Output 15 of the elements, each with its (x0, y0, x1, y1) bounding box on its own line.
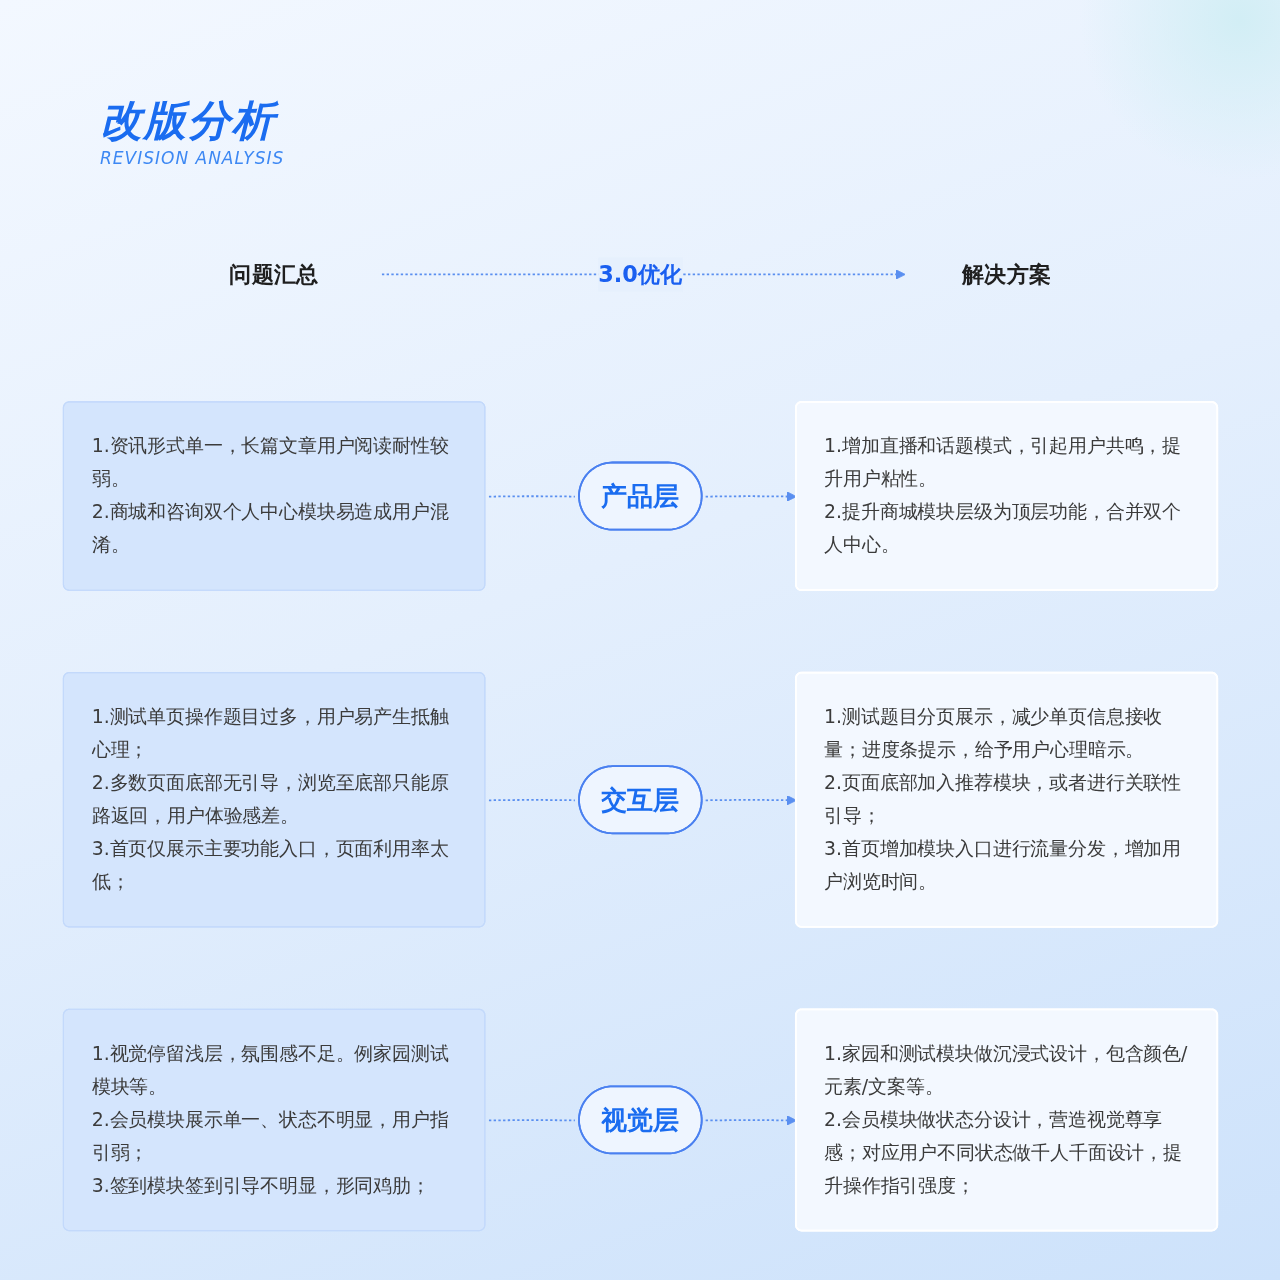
problem-card: 1.视觉停留浅层，氛围感不足。例家园测试模块等。 2.会员模块展示单一、状态不明显，用户指引弱； 3.签到模块签到引导不明显，形同鸡肋； (62, 1008, 486, 1232)
subtitle: REVISION ANALYSIS (100, 148, 285, 169)
column-heading: 解决方案 (961, 261, 1051, 288)
layer-pill: 交互层 (577, 765, 703, 835)
dashed-line (487, 799, 576, 802)
dashed-line (487, 495, 576, 498)
solution-card: 1.增加直播和话题模式，引起用户共鸣，提升用户粘性。 2.提升商城模块层级为顶层功能，合并双个人中心。 (794, 401, 1218, 592)
solution-card: 1.家园和测试模块做沉浸式设计，包含颜色/元素/文案等。 2.会员模块做状态分设计，营造视觉尊享感；对应用户不同状态做千人千面设计，提升操作指引强度； (794, 1008, 1218, 1232)
dashed-line (487, 1119, 576, 1122)
layer-pill: 产品层 (577, 461, 703, 531)
solution-card: 1.测试题目分页展示，减少单页信息接收量；进度条提示，给予用户心理暗示。 2.页面底部加入推荐模块，或者进行关联性引导； 3.首页增加模块入口进行流量分发，增加用户浏览时间。 (794, 671, 1218, 928)
problem-card: 1.资讯形式单一，长篇文章用户阅读耐性较弱。 2.商城和咨询双个人中心模块易造成用户混淆。 (62, 401, 486, 591)
column-heading: 问题汇总 (229, 261, 319, 288)
layer-pill: 视觉层 (577, 1085, 703, 1155)
problem-card: 1.测试单页操作题目过多，用户易产生抵触心理； 2.多数页面底部无引导，浏览至底部只能原路返回，用户体验感差。 3.首页仅展示主要功能入口，页面利用率太低； (62, 672, 486, 928)
